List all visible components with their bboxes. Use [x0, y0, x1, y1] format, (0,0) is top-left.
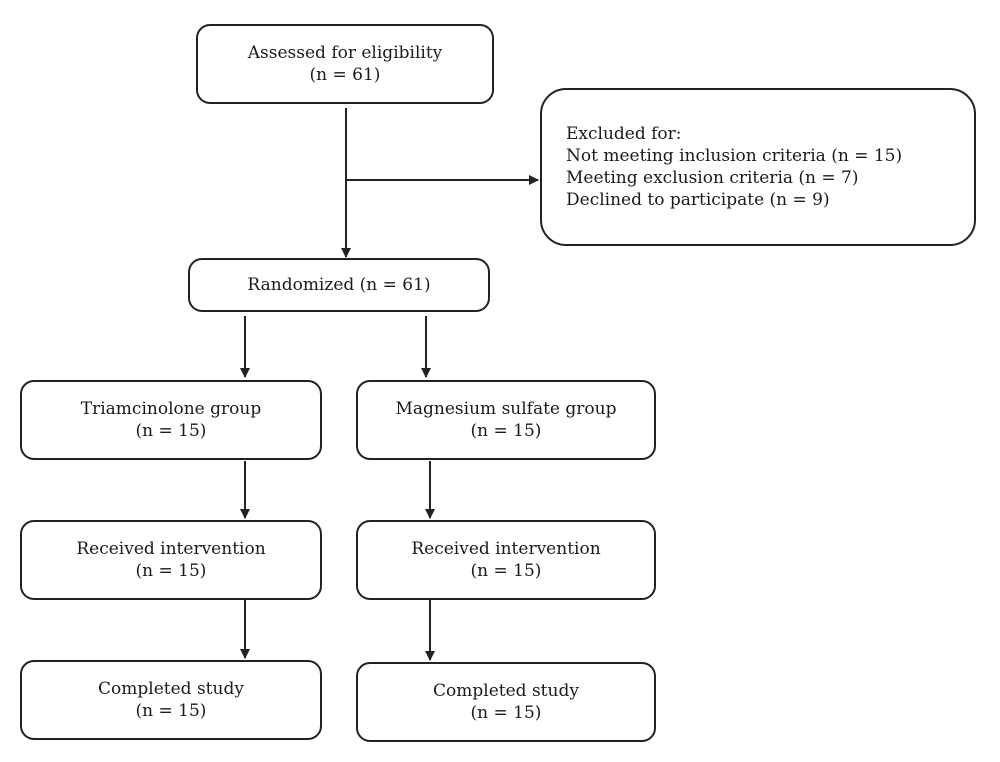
completed-count: (n = 15)	[135, 701, 207, 721]
randomized-title: Randomized (n = 61)	[247, 275, 431, 295]
right-completed-box: Completed study (n = 15)	[356, 662, 656, 742]
completed-count: (n = 15)	[470, 703, 542, 723]
group-title: Triamcinolone group	[80, 399, 262, 419]
intervention-count: (n = 15)	[470, 561, 542, 581]
triamcinolone-group-box: Triamcinolone group (n = 15)	[20, 380, 322, 460]
assessed-title: Assessed for eligibility	[247, 43, 443, 63]
group-count: (n = 15)	[135, 421, 207, 441]
right-intervention-box: Received intervention (n = 15)	[356, 520, 656, 600]
left-completed-box: Completed study (n = 15)	[20, 660, 322, 740]
intervention-title: Received intervention	[411, 539, 601, 559]
assessed-box: Assessed for eligibility (n = 61)	[196, 24, 494, 104]
group-count: (n = 15)	[470, 421, 542, 441]
intervention-count: (n = 15)	[135, 561, 207, 581]
excluded-reason: Declined to participate (n = 9)	[566, 190, 830, 210]
completed-title: Completed study	[433, 681, 579, 701]
excluded-heading: Excluded for:	[566, 124, 682, 144]
magnesium-group-box: Magnesium sulfate group (n = 15)	[356, 380, 656, 460]
excluded-box: Excluded for: Not meeting inclusion crit…	[540, 88, 976, 246]
assessed-count: (n = 61)	[309, 65, 381, 85]
completed-title: Completed study	[98, 679, 244, 699]
left-intervention-box: Received intervention (n = 15)	[20, 520, 322, 600]
group-title: Magnesium sulfate group	[395, 399, 617, 419]
excluded-reason: Meeting exclusion criteria (n = 7)	[566, 168, 859, 188]
excluded-reason: Not meeting inclusion criteria (n = 15)	[566, 146, 903, 166]
randomized-box: Randomized (n = 61)	[188, 258, 490, 312]
intervention-title: Received intervention	[76, 539, 266, 559]
